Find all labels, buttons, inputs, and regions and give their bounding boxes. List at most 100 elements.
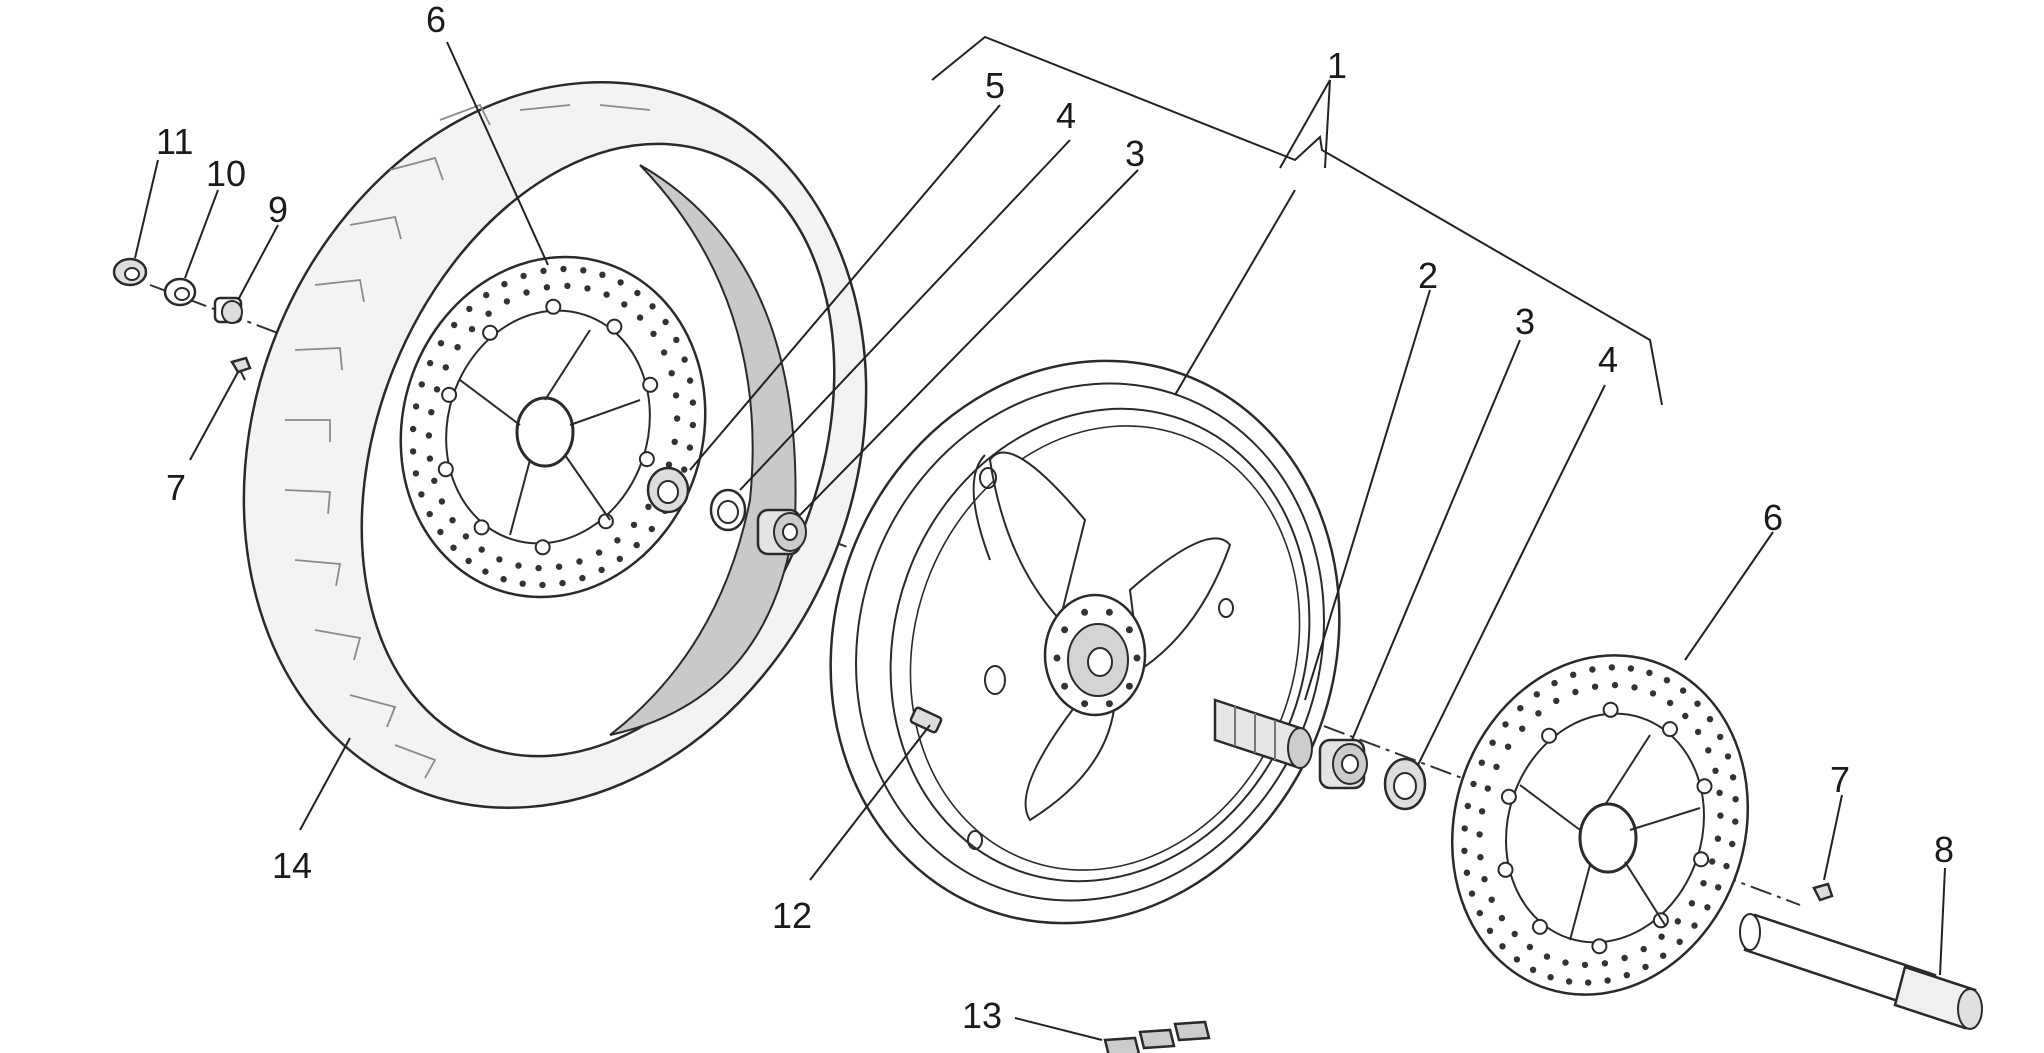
hub-bolt xyxy=(1081,700,1089,708)
disc-hole xyxy=(1489,739,1496,746)
disc-hole xyxy=(478,546,485,553)
disc-hole xyxy=(1723,862,1730,870)
disc-hole xyxy=(1729,840,1736,848)
disc-hole xyxy=(1543,953,1551,960)
disc-bolt xyxy=(482,324,499,341)
disc-hole xyxy=(1585,979,1592,986)
disc-hole xyxy=(599,271,606,278)
disc-hole xyxy=(665,461,673,468)
disc-hole xyxy=(559,579,566,587)
disc-bolt xyxy=(642,376,659,393)
disc-hole xyxy=(1504,743,1512,750)
disc-hole xyxy=(1704,904,1711,911)
disc-hole xyxy=(648,525,655,533)
disc-right-holes xyxy=(1461,664,1739,986)
disc-hole xyxy=(1477,854,1484,861)
disc-bolt xyxy=(597,513,614,530)
disc-hole xyxy=(1526,943,1534,951)
disc-hole xyxy=(438,498,446,505)
callout-5: 5 xyxy=(985,65,1005,106)
disc-bolt xyxy=(1500,788,1517,805)
disc-hole xyxy=(686,377,694,384)
disc-bolt xyxy=(473,519,490,536)
disc-hole xyxy=(1666,699,1674,707)
disc-hole xyxy=(426,510,433,518)
disc-hole xyxy=(621,301,628,308)
disc-hole xyxy=(681,466,688,473)
disc-hole xyxy=(437,340,445,347)
disc-hole xyxy=(1493,763,1500,770)
disc-hole xyxy=(1604,977,1611,984)
callout-8: 8 xyxy=(1934,829,1954,870)
disc-bolt xyxy=(1497,861,1514,878)
disc-hole xyxy=(1478,759,1486,766)
disc-hole xyxy=(409,448,417,455)
disc-left-bolts xyxy=(437,298,659,556)
disc-hole xyxy=(1717,733,1724,741)
hub-bolt xyxy=(1125,682,1133,690)
disc-hole xyxy=(1517,705,1524,712)
disc-hole xyxy=(636,314,644,321)
disc-hole xyxy=(1674,918,1682,925)
disc-hole xyxy=(1706,716,1714,723)
disc-hole xyxy=(465,557,472,565)
disc-hole xyxy=(1470,780,1477,788)
hub-bolt xyxy=(1125,626,1133,634)
disc-hole xyxy=(451,321,458,329)
bearing-3-right xyxy=(1318,738,1368,790)
brake-disc-right xyxy=(1450,654,1750,996)
disc-hole xyxy=(645,503,652,510)
disc-hole xyxy=(1476,909,1484,917)
disc-hole xyxy=(1484,785,1492,792)
disc-hole xyxy=(662,318,669,326)
disc-hole xyxy=(1732,818,1739,825)
washer-10 xyxy=(163,277,197,307)
disc-hole xyxy=(1608,664,1616,671)
disc-hole xyxy=(617,279,624,286)
disc-hole xyxy=(482,568,489,575)
disc-hole xyxy=(681,356,688,363)
disc-hole xyxy=(1729,774,1737,781)
disc-hole xyxy=(496,556,503,563)
disc-hole xyxy=(418,491,425,498)
disc-hole xyxy=(1572,688,1579,696)
disc-hole xyxy=(1732,796,1739,803)
disc-hole xyxy=(614,537,621,544)
disc-hole xyxy=(468,325,476,333)
disc-hole xyxy=(1679,687,1687,694)
valve-12 xyxy=(909,706,943,734)
disc-hole xyxy=(1461,825,1468,832)
disc-bolt xyxy=(441,386,458,403)
disc-hole xyxy=(539,581,546,589)
callout-4-left: 4 xyxy=(1056,95,1076,136)
disc-bolt xyxy=(1541,727,1558,744)
disc-hole xyxy=(1709,858,1716,865)
hub-bolt xyxy=(1053,654,1061,662)
disc-hole xyxy=(1589,666,1596,673)
hub-bolt xyxy=(1133,654,1141,662)
disc-hole xyxy=(598,566,605,574)
disc-hole xyxy=(672,392,680,399)
disc-hole xyxy=(1660,952,1667,959)
disc-hole xyxy=(1717,812,1724,819)
callout-14: 14 xyxy=(272,845,312,886)
disc-hole xyxy=(1468,890,1476,897)
axle-8 xyxy=(1739,913,1983,1030)
disc-hole xyxy=(1658,933,1665,940)
disc-hole xyxy=(633,541,640,549)
disc-hole xyxy=(543,284,551,291)
disc-hole xyxy=(560,265,567,273)
disc-hole xyxy=(431,477,438,484)
spacer-4-left xyxy=(709,488,747,532)
disc-hole xyxy=(450,544,457,551)
spacer-4-right xyxy=(1383,757,1427,811)
spacer-9 xyxy=(213,296,243,324)
disc-hole xyxy=(603,291,610,298)
hub-bolts xyxy=(1053,608,1141,708)
disc-hole xyxy=(1642,963,1649,971)
disc-hole xyxy=(520,272,527,280)
disc-bolt xyxy=(1602,701,1619,718)
disc-hole xyxy=(1649,690,1657,697)
disc-hole xyxy=(462,533,470,540)
